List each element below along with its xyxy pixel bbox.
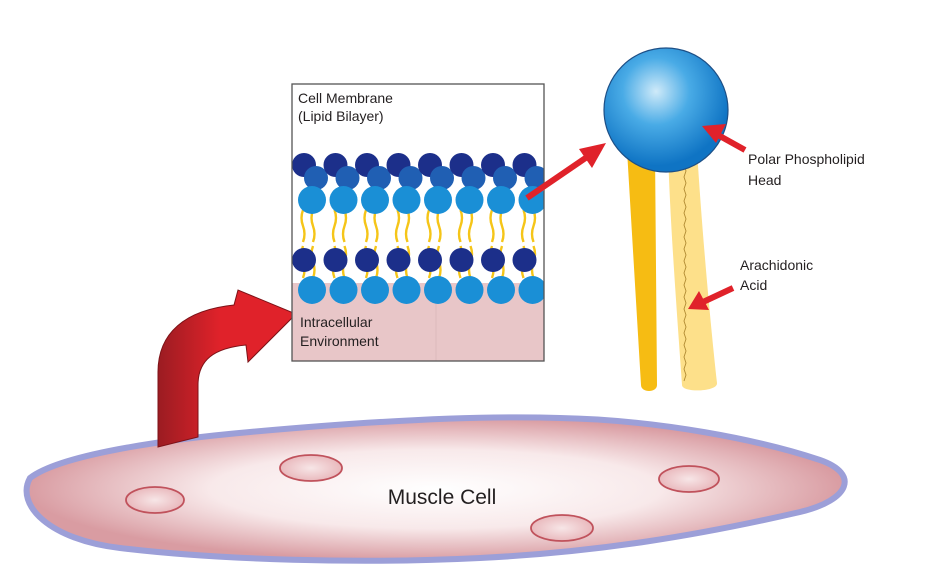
lipid-head bbox=[323, 248, 348, 272]
lipid-head bbox=[298, 276, 326, 304]
lipid-head bbox=[424, 276, 452, 304]
nucleus bbox=[279, 454, 343, 482]
intracellular-label-line2: Environment bbox=[300, 333, 379, 349]
polar-head bbox=[603, 47, 729, 173]
lipid-tail bbox=[404, 209, 411, 243]
lipid-head bbox=[329, 276, 358, 304]
muscle-cell: Muscle Cell bbox=[23, 414, 848, 564]
lipid-tail bbox=[436, 209, 442, 243]
lipid-tail bbox=[310, 209, 316, 243]
lipid-tail bbox=[457, 209, 464, 243]
lipid-head bbox=[292, 248, 316, 272]
lipid-head bbox=[430, 166, 454, 190]
tail-right-arachidonic bbox=[668, 150, 718, 391]
lipid-tail bbox=[489, 209, 495, 243]
lipid-head bbox=[455, 186, 484, 214]
membrane-inset: Cell Membrane (Lipid Bilayer) Intracellu… bbox=[291, 83, 545, 362]
lipid-head bbox=[304, 166, 328, 190]
lipid-head bbox=[386, 248, 411, 272]
lipid-head bbox=[487, 186, 515, 214]
muscle-cell-label: Muscle Cell bbox=[388, 486, 497, 509]
red-arrow-icon bbox=[525, 143, 606, 201]
lipid-tail bbox=[520, 209, 527, 243]
polar-head-label-line2: Head bbox=[748, 172, 781, 188]
lipid-tail bbox=[373, 209, 379, 243]
lipid-tail bbox=[300, 209, 306, 243]
lipid-head bbox=[449, 248, 474, 272]
lipid-head bbox=[398, 166, 423, 190]
lipid-head bbox=[487, 276, 515, 304]
lipid-head bbox=[518, 276, 544, 304]
red-arrow-icon bbox=[688, 285, 735, 310]
membrane-title-line2: (Lipid Bilayer) bbox=[298, 108, 384, 124]
lipid-head bbox=[493, 166, 517, 190]
lipid-tail bbox=[530, 209, 537, 243]
lipid-head bbox=[367, 166, 391, 190]
lipid-tail bbox=[363, 209, 369, 243]
tail-left bbox=[627, 150, 657, 391]
lipid-head bbox=[298, 186, 326, 214]
lipid-head bbox=[424, 186, 452, 214]
arachidonic-chain bbox=[683, 164, 687, 382]
nucleus bbox=[530, 514, 594, 542]
lipid-tail bbox=[394, 209, 401, 243]
lipid-head bbox=[461, 166, 486, 190]
lipid-head bbox=[361, 276, 389, 304]
lipid-head bbox=[361, 186, 389, 214]
phospholipid bbox=[603, 47, 729, 391]
lipid-head bbox=[524, 166, 544, 190]
lipid-tail bbox=[331, 209, 338, 243]
lipid-head bbox=[329, 186, 358, 214]
nucleus bbox=[658, 465, 720, 493]
lipid-head bbox=[455, 276, 484, 304]
arachidonic-label-line2: Acid bbox=[740, 277, 767, 293]
lipid-head bbox=[335, 166, 360, 190]
curved-arrow-icon bbox=[157, 289, 297, 448]
polar-head-label-line1: Polar Phospholipid bbox=[748, 151, 865, 167]
muscle-cell-body bbox=[23, 414, 848, 564]
lipid-tail bbox=[499, 209, 505, 243]
lipid-tail bbox=[467, 209, 474, 243]
lipid-head bbox=[392, 186, 421, 214]
nucleus bbox=[125, 486, 185, 514]
intracellular-label-line1: Intracellular bbox=[300, 314, 373, 330]
arachidonic-label-line1: Arachidonic bbox=[740, 257, 813, 273]
lipid-head bbox=[481, 248, 505, 272]
lipid-bilayer bbox=[292, 153, 544, 304]
lipid-head bbox=[418, 248, 442, 272]
membrane-title-line1: Cell Membrane bbox=[298, 90, 393, 106]
lipid-head bbox=[392, 276, 421, 304]
red-arrow-icon bbox=[702, 124, 747, 153]
lipid-tail bbox=[426, 209, 432, 243]
lipid-head bbox=[512, 248, 537, 272]
lipid-tail bbox=[341, 209, 348, 243]
lipid-head bbox=[355, 248, 379, 272]
inset-border bbox=[291, 83, 545, 362]
